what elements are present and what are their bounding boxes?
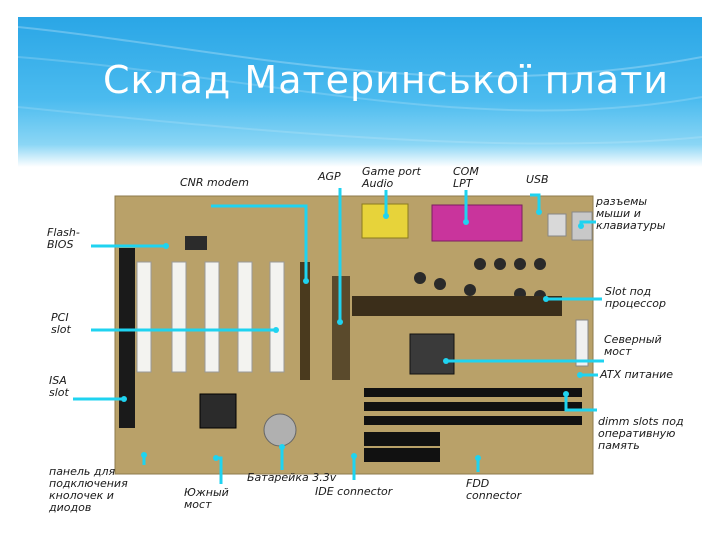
- north-bridge-chip: [410, 334, 454, 374]
- label-cpu-slot: Slot под процессор: [605, 286, 666, 310]
- label-battery: Батарейка 3.3v: [247, 472, 336, 484]
- label-usb: USB: [526, 174, 549, 186]
- label-atx-power: ATX питание: [600, 369, 673, 381]
- label-south-bridge: Южный мост: [184, 487, 229, 511]
- label-com-lpt: COM LPT: [453, 166, 479, 190]
- label-north-bridge: Северный мост: [604, 334, 662, 358]
- label-pci-slot: PCI slot: [51, 312, 71, 336]
- label-flash-bios: Flash- BIOS: [47, 227, 80, 251]
- label-agp: AGP: [318, 171, 341, 183]
- label-cnr-modem: CNR modem: [180, 177, 249, 189]
- com-lpt-connector: [432, 205, 522, 241]
- ide-connector: [364, 432, 440, 446]
- flash-bios-chip: [185, 236, 207, 250]
- south-bridge-chip: [200, 394, 236, 428]
- label-game-port-audio: Game port Audio: [362, 166, 421, 190]
- usb-connector: [548, 214, 566, 236]
- label-isa-slot: ISA slot: [49, 375, 69, 399]
- label-front-panel: панель для подключения кнолочек и диодов: [49, 466, 128, 514]
- dimm-slots: [364, 388, 582, 425]
- label-fdd-connector: FDD connector: [466, 478, 521, 502]
- atx-power-connector: [576, 320, 588, 366]
- label-ide-connector: IDE connector: [315, 486, 392, 498]
- label-dimm-slots: dimm slots под оперативную память: [598, 416, 684, 452]
- battery-cell: [264, 414, 296, 446]
- isa-slot-connector: [119, 248, 135, 428]
- label-ps2-ports: разъемы мыши и клавиатуры: [596, 196, 665, 232]
- cpu-slot-connector: [352, 296, 562, 316]
- fdd-connector-slot: [364, 448, 440, 462]
